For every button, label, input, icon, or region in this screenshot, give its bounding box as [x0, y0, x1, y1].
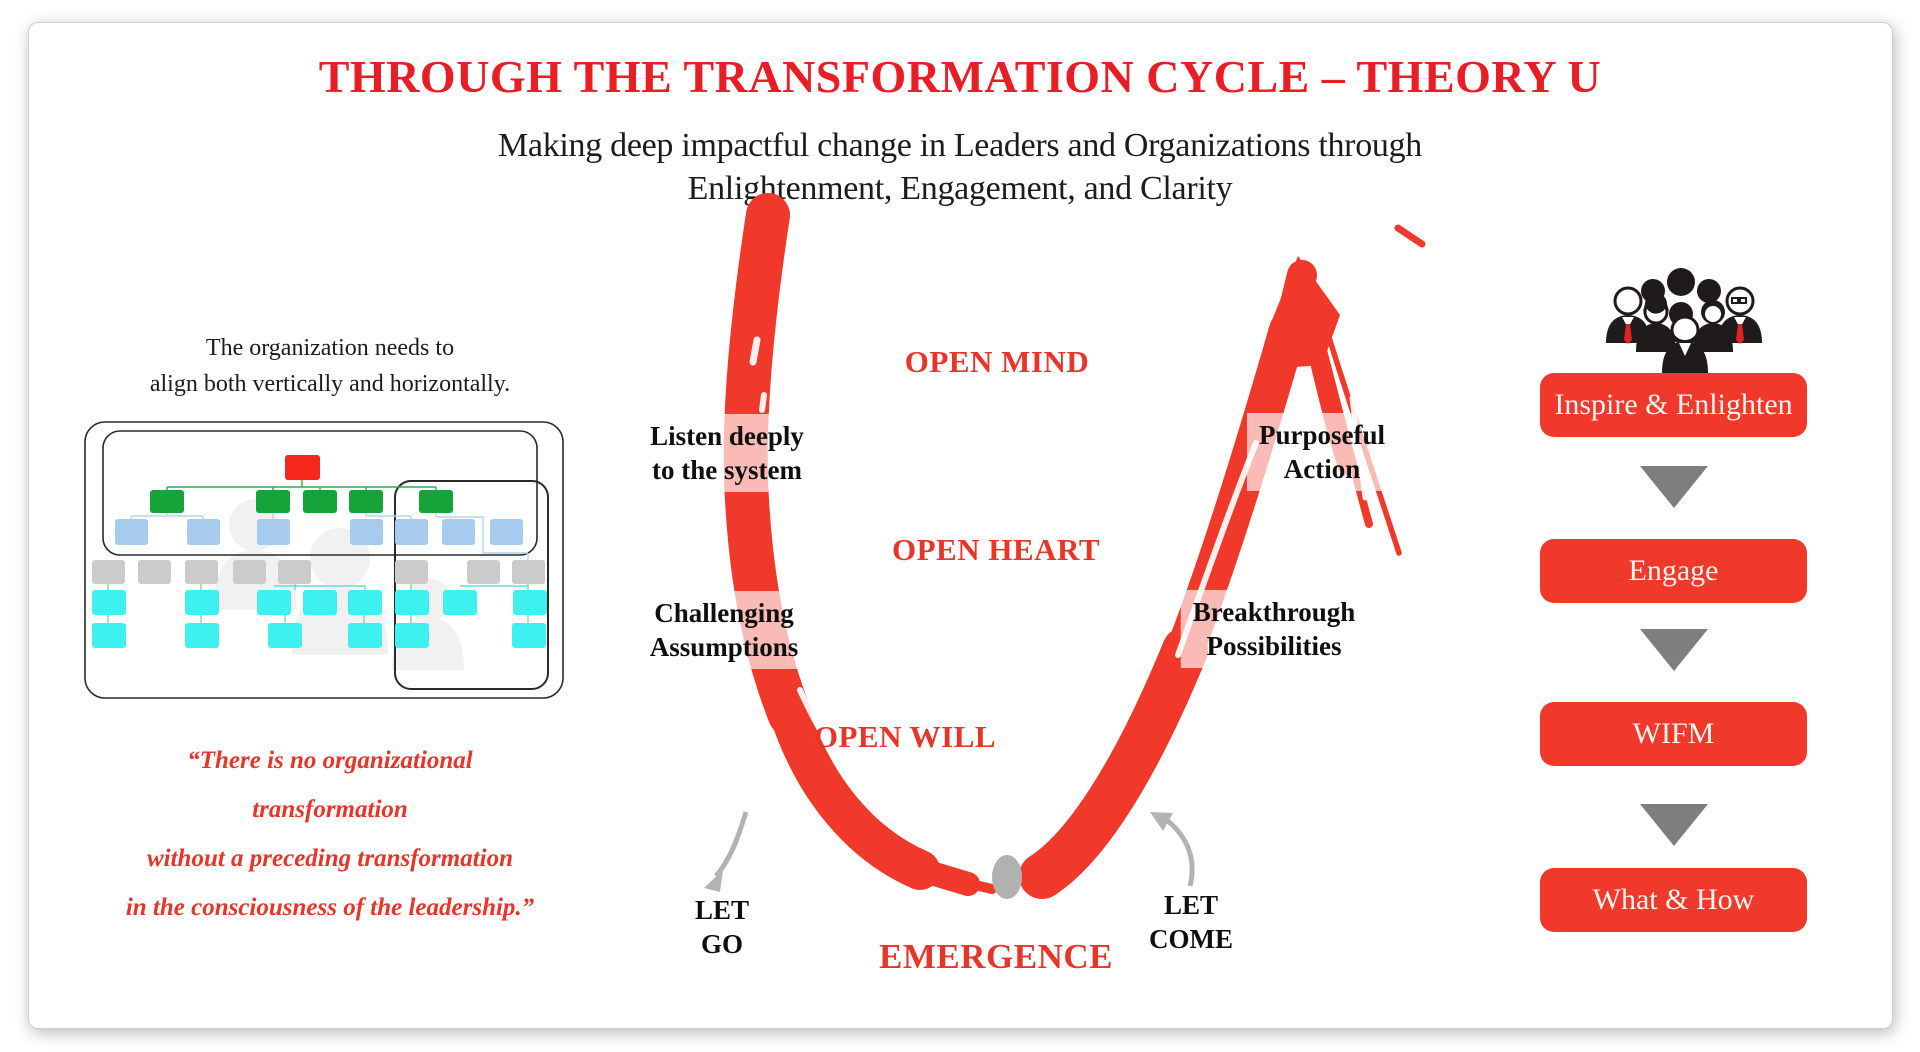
step-button-what-how[interactable]: What & How: [1540, 868, 1807, 932]
quote-line-2: transformation: [252, 796, 408, 823]
step-button-engage[interactable]: Engage: [1540, 539, 1807, 603]
quote-line-3: without a preceding transformation: [146, 845, 514, 872]
stage-open-heart: OPEN HEART: [891, 532, 1101, 567]
subtitle-line-2: Enlightenment, Engagement, and Clarity: [687, 170, 1233, 207]
label-let-go: LET GO: [694, 895, 750, 959]
label-challenging-assumptions: Challenging Assumptions: [637, 591, 811, 669]
quote-line-1: “There is no organizational: [187, 747, 473, 774]
stage-open-mind: OPEN MIND: [904, 344, 1090, 379]
arrow-down-icon: [1640, 466, 1708, 508]
label-breakthrough-possibilities: Breakthrough Possibilities: [1180, 590, 1368, 668]
org-alignment-note: The organization needs to align both ver…: [85, 330, 575, 402]
subtitle-line-1: Making deep impactful change in Leaders …: [497, 127, 1423, 164]
arrow-down-icon: [1640, 804, 1708, 846]
org-alignment-note-line-2: align both vertically and horizontally.: [149, 371, 511, 397]
stage-emergence: EMERGENCE: [879, 937, 1113, 976]
step-button-wifm[interactable]: WIFM: [1540, 702, 1807, 766]
leadership-quote: “There is no organizational transformati…: [75, 736, 585, 932]
page-title: THROUGH THE TRANSFORMATION CYCLE – THEOR…: [318, 51, 1602, 102]
subtitle: Making deep impactful change in Leaders …: [0, 124, 1920, 210]
org-alignment-note-line-1: The organization needs to: [205, 335, 455, 361]
step-button-inspire-enlighten[interactable]: Inspire & Enlighten: [1540, 373, 1807, 437]
arrow-down-icon: [1640, 629, 1708, 671]
label-purposeful-action: Purposeful Action: [1246, 413, 1398, 491]
quote-line-4: in the consciousness of the leadership.”: [125, 894, 535, 921]
label-let-come: LET COME: [1149, 890, 1233, 954]
stage-open-will: OPEN WILL: [813, 719, 997, 754]
label-listen-deeply: Listen deeply to the system: [638, 414, 816, 492]
